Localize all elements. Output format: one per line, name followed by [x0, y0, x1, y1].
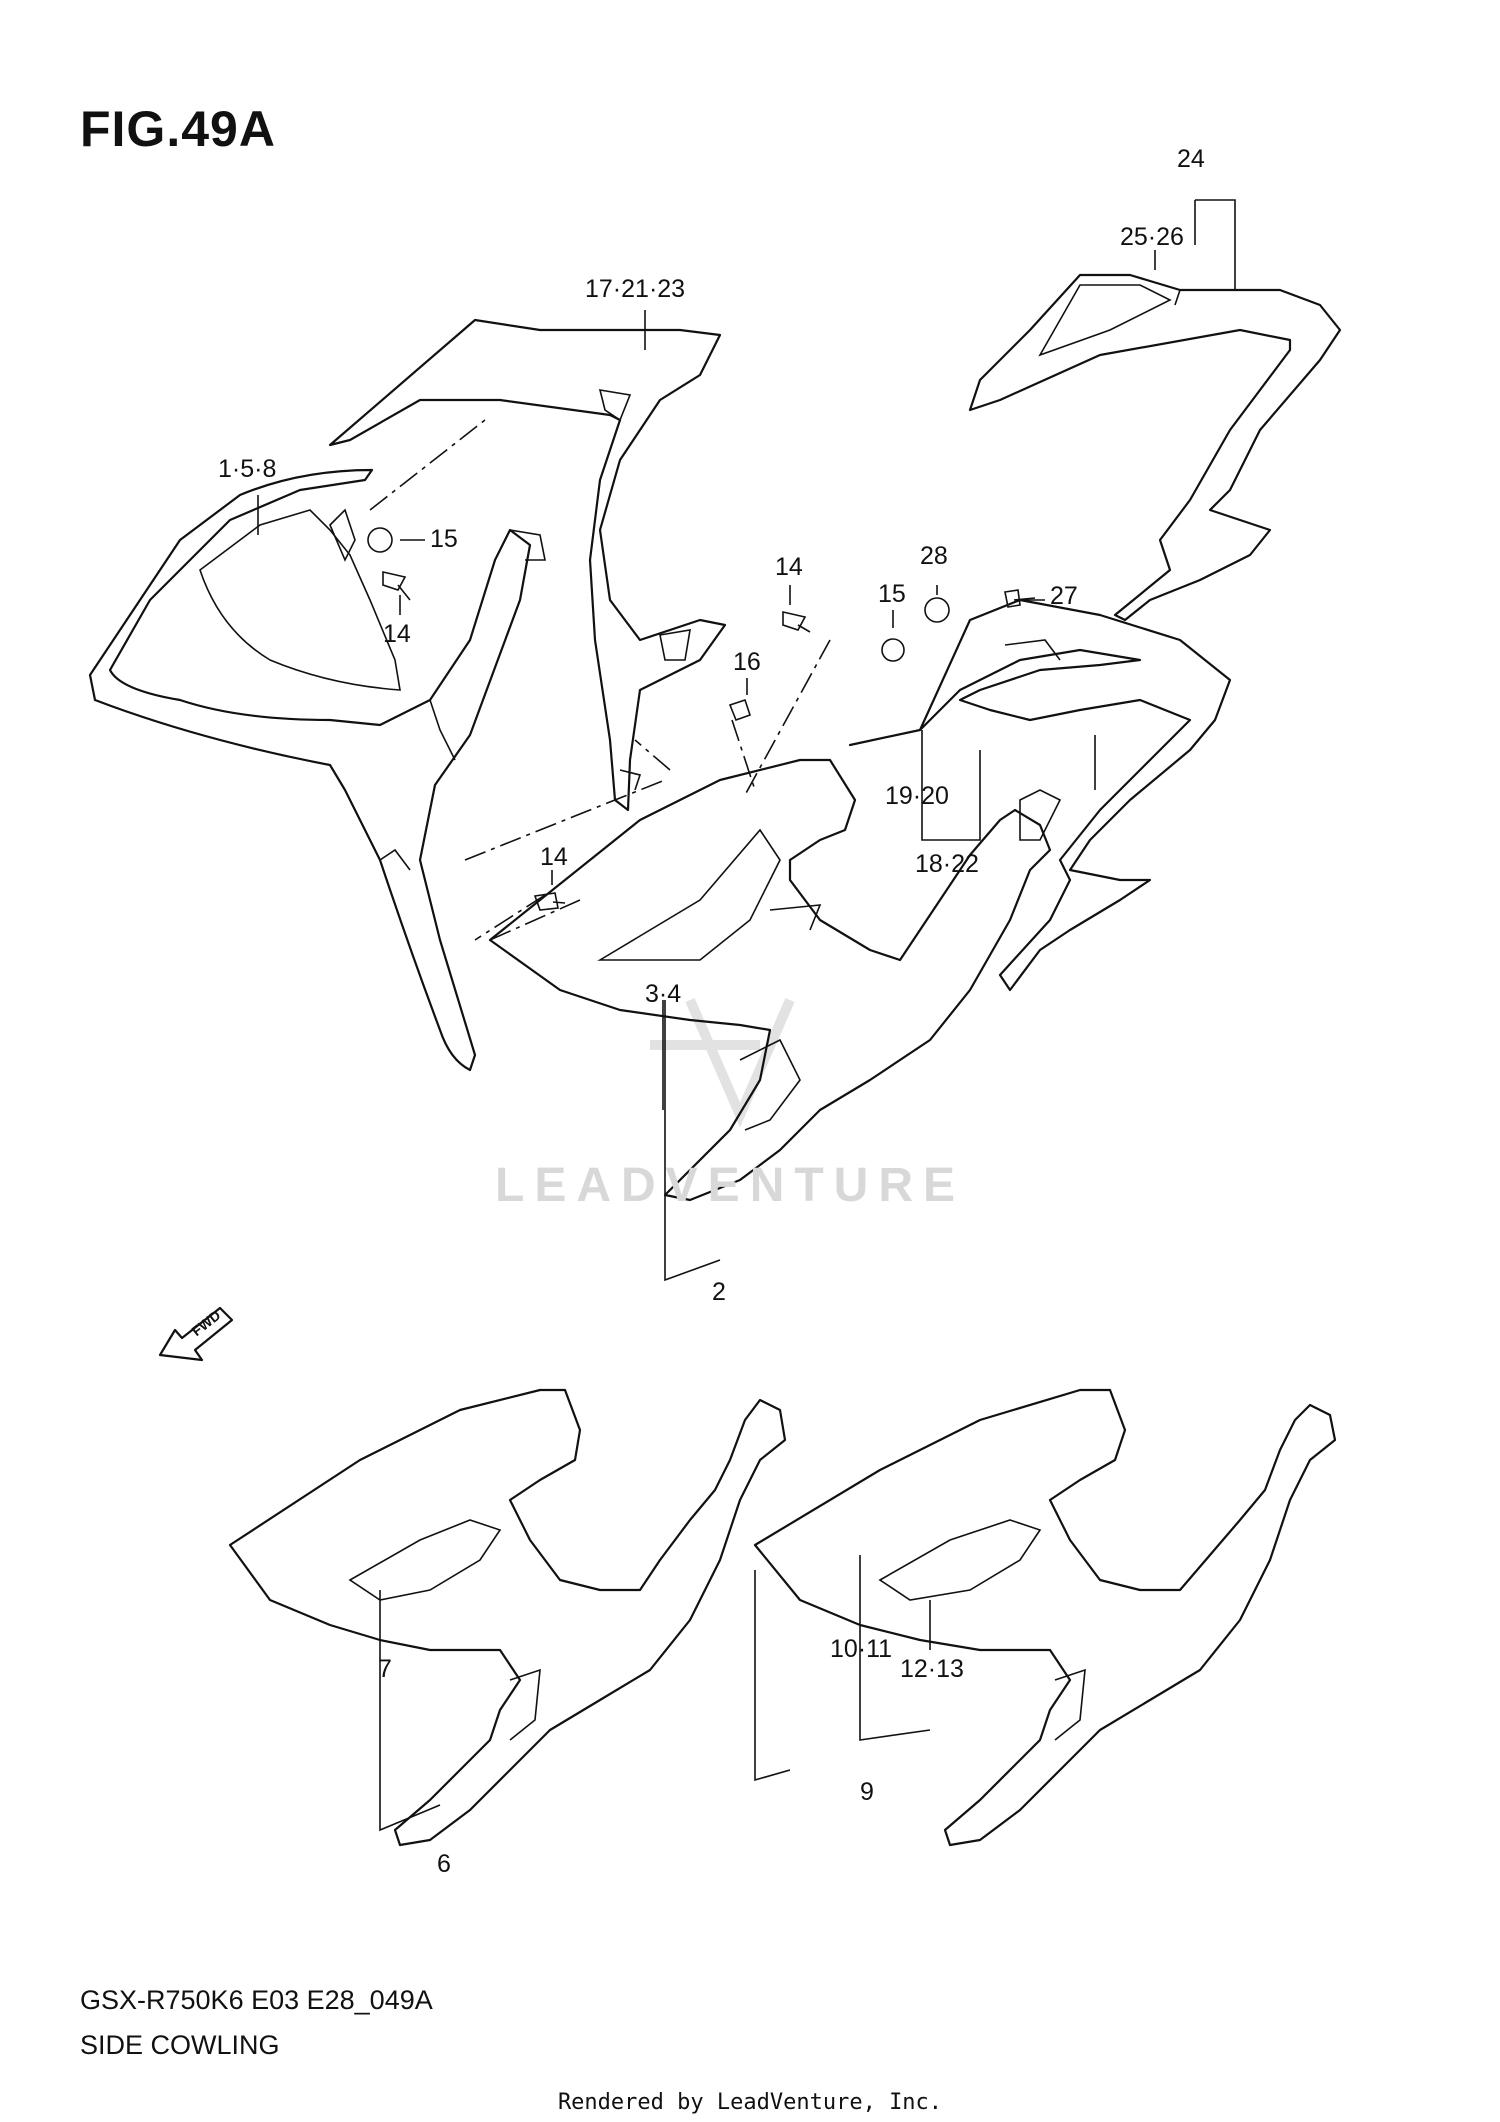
- callout-7: 7: [378, 1655, 392, 1683]
- leader-lines: [257, 199, 1236, 1832]
- callout-10-11: 10·11: [830, 1635, 893, 1663]
- callout-14-left-upper: 14: [383, 620, 411, 648]
- callout-25-26: 25·26: [1120, 223, 1184, 251]
- lower-right-side-cowling-part: [753, 1388, 1337, 1847]
- callout-3-4: 3·4: [645, 980, 682, 1008]
- callout-27: 27: [1050, 582, 1078, 610]
- callout-2: 2: [712, 1278, 726, 1306]
- assembly-lines: [369, 419, 831, 941]
- callout-6: 6: [437, 1850, 451, 1878]
- hardware-parts: [367, 527, 1036, 911]
- callout-14-mid: 14: [775, 553, 803, 581]
- callout-19-20: 19·20: [885, 782, 949, 810]
- callout-12-13: 12·13: [900, 1655, 964, 1683]
- render-credit: Rendered by LeadVenture, Inc.: [557, 2090, 943, 2115]
- callout-1-5-8: 1·5·8: [218, 455, 277, 483]
- callout-18-22: 18·22: [915, 850, 979, 878]
- upper-right-cowl-part: [968, 273, 1342, 622]
- callout-15-mid: 15: [878, 580, 906, 608]
- callout-15-left: 15: [430, 525, 458, 553]
- front-cowling-part: [88, 468, 546, 1072]
- watermark-text: LEADVENTURE: [495, 1159, 966, 1212]
- inner-panel-part: [328, 318, 727, 812]
- callout-17-21-23: 17·21·23: [585, 275, 686, 303]
- center-side-cowling-part: [488, 758, 1052, 1202]
- callout-16: 16: [733, 648, 761, 676]
- callout-14-left-lower: 14: [540, 843, 568, 871]
- lower-left-side-cowling-part: [228, 1388, 787, 1847]
- figure-title: FIG.49A: [80, 101, 276, 157]
- model-code: GSX-R750K6 E03 E28_049A: [80, 1985, 433, 2015]
- fwd-arrow-icon: [158, 1306, 234, 1362]
- callout-9: 9: [860, 1778, 874, 1806]
- callout-28: 28: [920, 542, 948, 570]
- callout-24: 24: [1177, 145, 1205, 173]
- section-name: SIDE COWLING: [80, 2030, 280, 2060]
- right-panel-part: [848, 598, 1232, 992]
